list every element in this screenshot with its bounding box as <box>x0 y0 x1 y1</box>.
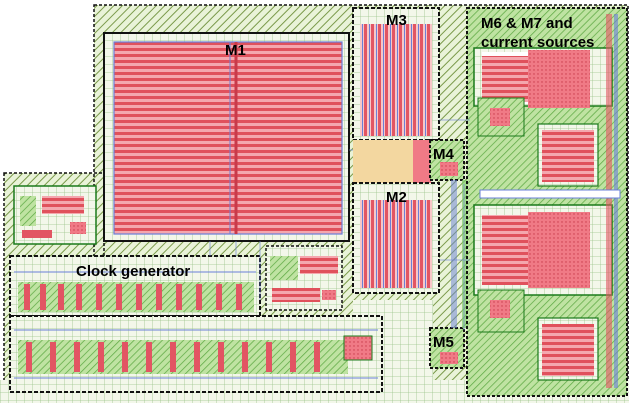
m5-block: M5 <box>429 327 465 369</box>
label-m3: M3 <box>386 12 407 29</box>
m4-block: M4 <box>429 139 465 181</box>
label-m2: M2 <box>386 189 407 206</box>
m6-m7-block: M6 & M7 and current sources <box>466 7 628 397</box>
label-m5: M5 <box>433 334 454 351</box>
clock-generator-block: Clock generator <box>9 255 383 393</box>
m2-m3-spacer <box>353 140 413 184</box>
m3-block: M3 <box>352 7 440 141</box>
routing-wires <box>209 119 470 330</box>
bias-cell-middle <box>265 245 343 311</box>
bias-cell-left <box>13 185 97 245</box>
label-m67-line1: M6 & M7 and <box>481 15 573 32</box>
label-m1: M1 <box>225 42 246 59</box>
label-m4: M4 <box>433 146 454 163</box>
label-m67-line2: current sources <box>481 34 594 51</box>
m1-block: M1 <box>103 32 350 242</box>
m2-block: M2 <box>352 182 440 294</box>
label-clock-generator: Clock generator <box>76 263 190 280</box>
